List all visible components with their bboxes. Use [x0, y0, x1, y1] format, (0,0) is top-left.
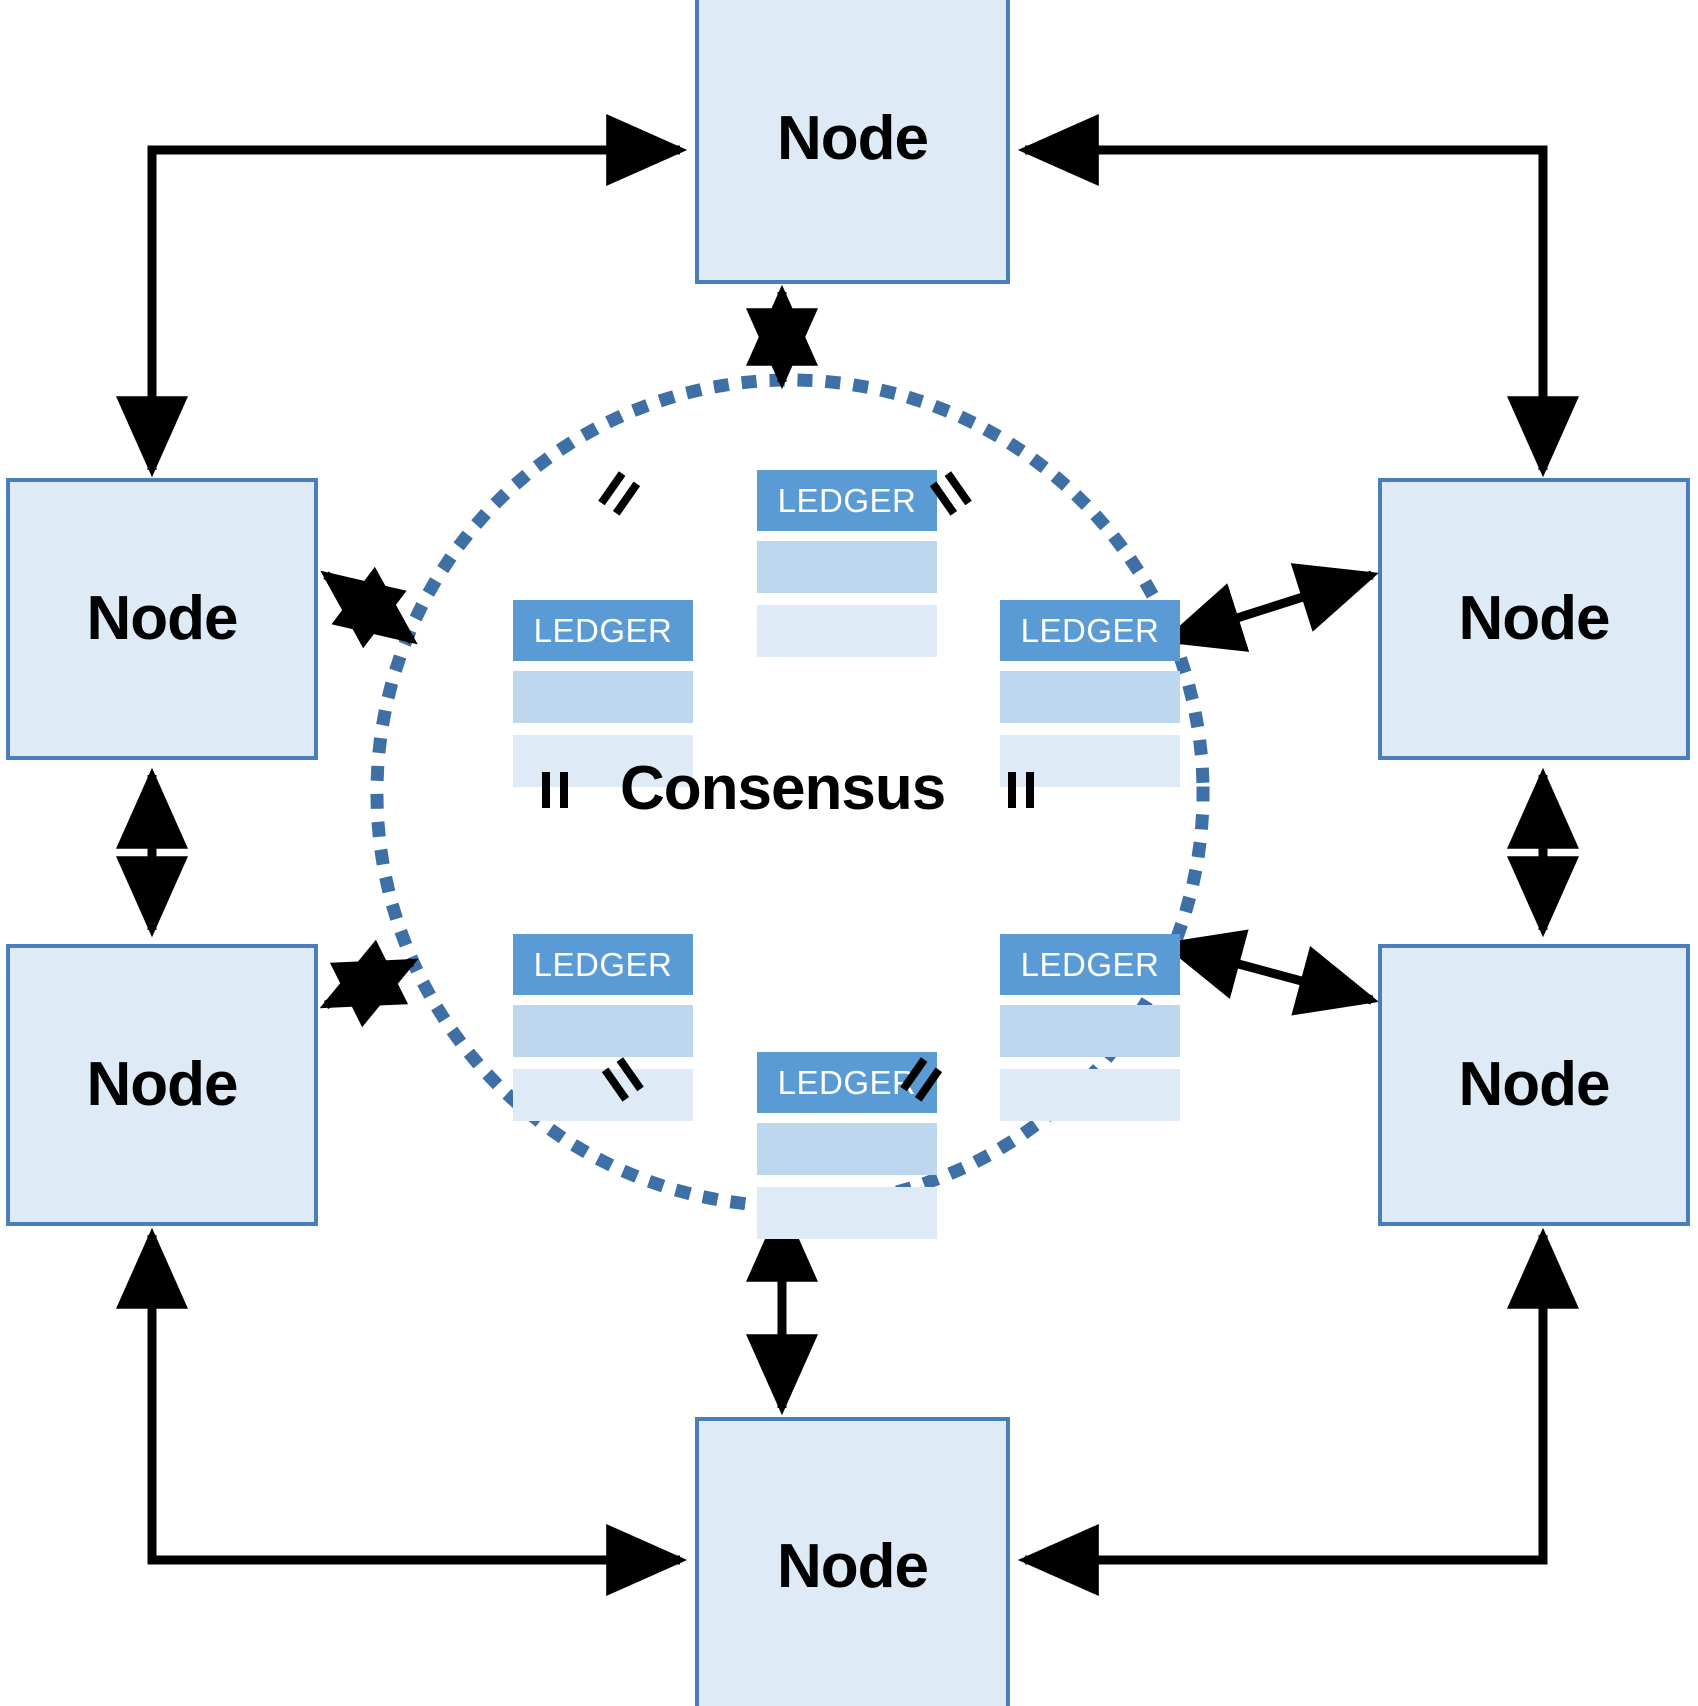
- node-label: Node: [1458, 584, 1611, 653]
- node-label: Node: [86, 1050, 239, 1119]
- node-label: Node: [777, 1532, 929, 1601]
- ledger-row-1: [513, 1005, 693, 1057]
- ledger-header: LEDGER: [513, 934, 693, 995]
- ledger-header: LEDGER: [1000, 934, 1180, 995]
- ledger-lower-right[interactable]: LEDGER: [1000, 934, 1180, 1121]
- node-bottom[interactable]: Node: [695, 1417, 1010, 1706]
- link-leftlower-consensus: [319, 939, 419, 1028]
- ledger-upper-right[interactable]: LEDGER: [1000, 600, 1180, 787]
- ledger-header: LEDGER: [1000, 600, 1180, 661]
- ledger-row-1: [513, 671, 693, 723]
- ledger-row-2: [757, 1187, 937, 1239]
- ledger-label: LEDGER: [1020, 612, 1160, 649]
- ledger-header: LEDGER: [513, 600, 693, 661]
- link-leftupper-consensus: [320, 566, 418, 649]
- ledger-header: LEDGER: [757, 470, 937, 531]
- equals-icon-mid-left: [532, 768, 576, 812]
- equals-icon-mid-right: [998, 768, 1042, 812]
- node-left-lower[interactable]: Node: [6, 944, 318, 1226]
- ledger-row-2: [757, 605, 937, 657]
- ledger-label: LEDGER: [533, 612, 673, 649]
- node-top[interactable]: Node: [695, 0, 1010, 284]
- link-rightupper-to-top: [1017, 114, 1548, 470]
- ledger-bottom[interactable]: LEDGER: [757, 1052, 937, 1239]
- ledger-row-1: [757, 1123, 937, 1175]
- consensus-label: Consensus: [620, 754, 946, 823]
- node-label: Node: [86, 584, 239, 653]
- link-leftupper-to-top: [147, 114, 688, 470]
- link-leftlower-to-bottom: [147, 1235, 688, 1596]
- link-rightlower-consensus: [1161, 929, 1379, 1016]
- ledger-lower-left[interactable]: LEDGER: [513, 934, 693, 1121]
- node-right-upper[interactable]: Node: [1378, 478, 1690, 760]
- node-label: Node: [777, 104, 929, 173]
- ledger-label: LEDGER: [777, 482, 917, 519]
- ledger-row-1: [1000, 1005, 1180, 1057]
- node-label: Node: [1458, 1050, 1611, 1119]
- ledger-label: LEDGER: [1020, 946, 1160, 983]
- ledger-row-2: [513, 1069, 693, 1121]
- ledger-row-1: [757, 541, 937, 593]
- ledger-row-1: [1000, 671, 1180, 723]
- node-left-upper[interactable]: Node: [6, 478, 318, 760]
- ledger-label: LEDGER: [533, 946, 673, 983]
- link-rightlower-to-bottom: [1017, 1235, 1548, 1596]
- node-right-lower[interactable]: Node: [1378, 944, 1690, 1226]
- ledger-label: LEDGER: [777, 1064, 917, 1101]
- link-rightupper-consensus: [1161, 563, 1379, 652]
- ledger-row-2: [1000, 1069, 1180, 1121]
- ledger-top[interactable]: LEDGER: [757, 470, 937, 657]
